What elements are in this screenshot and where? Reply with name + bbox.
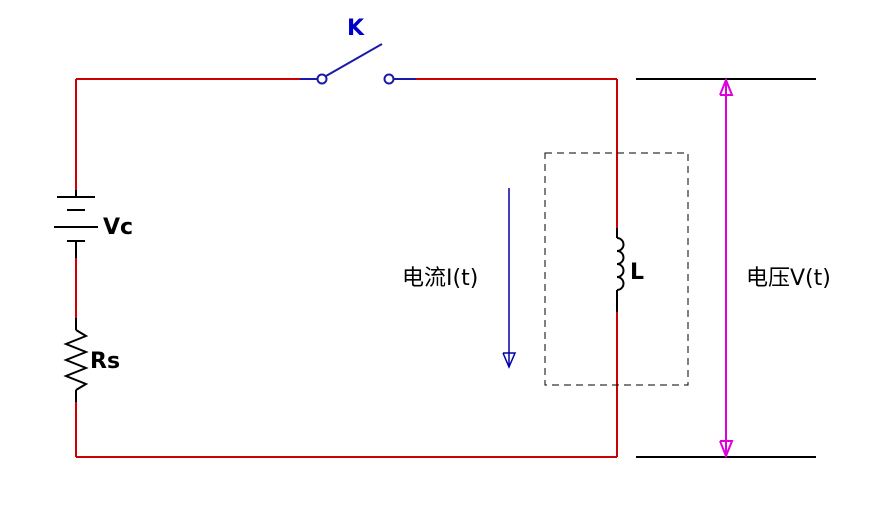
voltage-arrow bbox=[719, 77, 734, 459]
current-arrow bbox=[502, 188, 517, 369]
voltage-arrow-head-top bbox=[719, 77, 734, 96]
inductor-coil bbox=[616, 237, 625, 291]
current-label: 电流I(t) bbox=[402, 266, 478, 291]
battery-vc bbox=[54, 190, 98, 258]
inductor-dashed-box bbox=[544, 152, 689, 386]
switch-contact-left bbox=[316, 73, 328, 85]
switch-k bbox=[300, 43, 416, 85]
wires bbox=[75, 78, 618, 458]
switch-contact-right bbox=[383, 73, 395, 85]
voltage-label: 电压V(t) bbox=[746, 266, 831, 291]
resistor-rs bbox=[63, 318, 89, 402]
voltage-arrow-head-bottom bbox=[719, 440, 734, 459]
inductor-l bbox=[616, 228, 625, 312]
source-label: Vc bbox=[103, 215, 133, 240]
voltage-indicator bbox=[636, 77, 816, 459]
switch-label: K bbox=[347, 16, 365, 41]
current-arrow-head bbox=[502, 352, 517, 369]
switch-blade bbox=[325, 43, 383, 77]
resistor-zigzag bbox=[63, 329, 89, 391]
inductor-label: L bbox=[630, 260, 644, 285]
resistor-label: Rs bbox=[90, 349, 120, 374]
